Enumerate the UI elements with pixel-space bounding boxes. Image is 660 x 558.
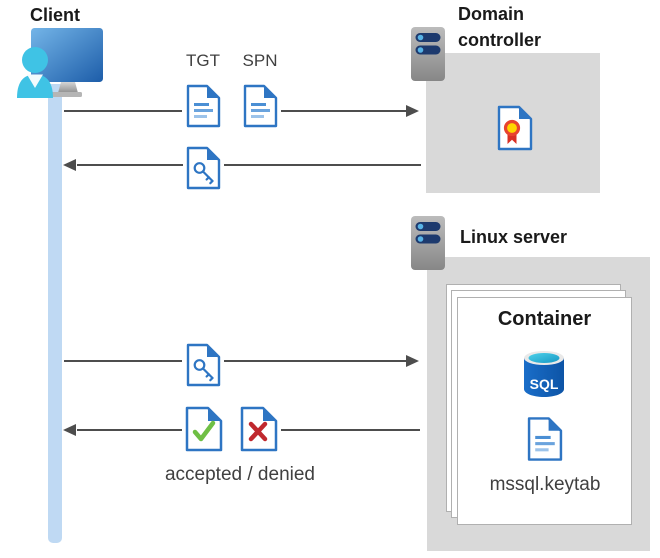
accepted-denied-label: accepted / denied: [164, 464, 315, 485]
person-icon: [17, 47, 53, 98]
sql-badge-text: SQL: [530, 376, 559, 392]
monitor-stand: [58, 82, 78, 93]
arrow-tgt-request-line: [64, 110, 182, 112]
spn-label: SPN: [242, 51, 278, 70]
key-icon: [193, 162, 214, 185]
tgt-document-icon: [186, 84, 221, 128]
cross-icon: [248, 421, 268, 442]
accepted-document-icon: [185, 406, 223, 452]
container-title: Container: [497, 308, 592, 330]
key-document-icon: [186, 146, 221, 190]
arrow-key-request-line: [224, 360, 408, 362]
key-document-icon: [186, 343, 221, 387]
check-icon: [192, 420, 216, 442]
client-lifeline: [48, 84, 62, 543]
arrowhead-right-icon: [406, 105, 419, 117]
client-title: Client: [30, 5, 81, 25]
arrow-result-line: [281, 429, 420, 431]
key-icon: [193, 359, 214, 382]
ribbon-seal-icon: [503, 119, 521, 144]
arrow-result-line: [77, 429, 182, 431]
arrowhead-left-icon: [63, 424, 76, 436]
certificate-document-icon: [497, 105, 533, 151]
arrow-ticket-reply-line: [77, 164, 183, 166]
arrowhead-right-icon: [406, 355, 419, 367]
keytab-document-icon: [527, 417, 563, 461]
tgt-label: TGT: [186, 51, 220, 70]
arrow-ticket-reply-line: [224, 164, 421, 166]
arrow-tgt-request-line: [281, 110, 408, 112]
monitor-base: [50, 92, 82, 97]
keytab-label: mssql.keytab: [489, 474, 601, 495]
arrowhead-left-icon: [63, 159, 76, 171]
denied-document-icon: [240, 406, 278, 452]
domain-controller-title: Domain controller: [458, 4, 542, 50]
sql-database-icon: SQL: [524, 351, 564, 397]
linux-server-title: Linux server: [460, 227, 568, 247]
container-card: [457, 297, 632, 525]
monitor-icon: [31, 28, 103, 82]
client-workstation-icon: [17, 28, 103, 98]
spn-document-icon: [243, 84, 278, 128]
arrow-key-request-line: [64, 360, 182, 362]
linux-server-icon: [411, 216, 445, 270]
domain-controller-server-icon: [411, 27, 445, 81]
